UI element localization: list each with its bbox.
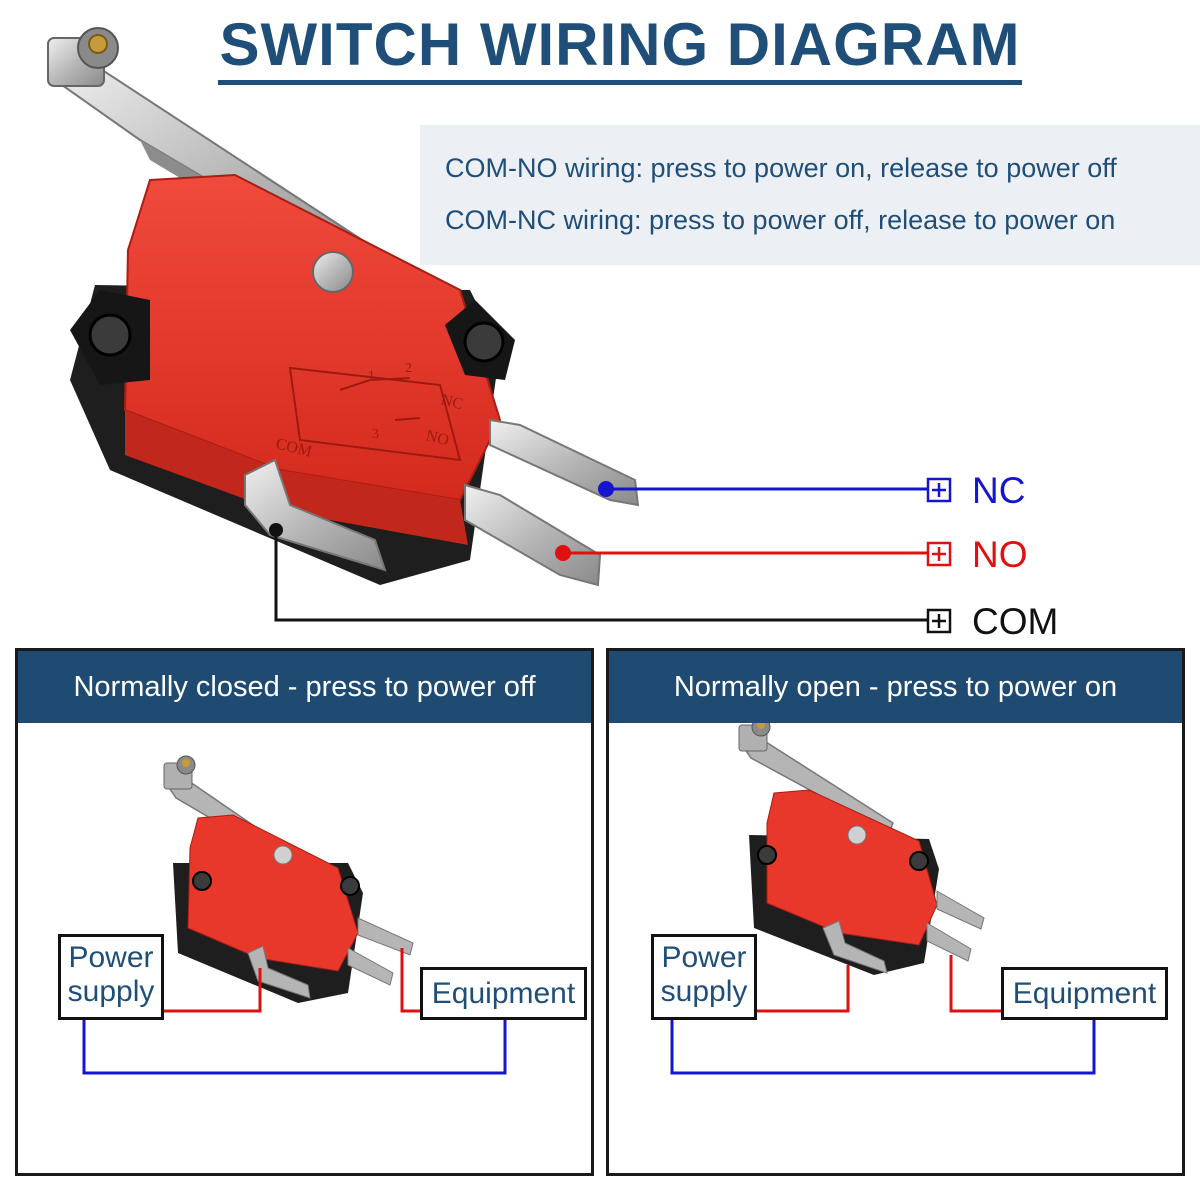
power-supply-box: Power supply [58,934,164,1020]
panel-heading: Normally closed - press to power off [18,651,591,723]
housing-markings [288,366,462,462]
microswitch-illustration: COM NC NO 1 2 3 [47,27,640,587]
terminal-label-nc: NC [972,470,1026,511]
wire-no [555,541,952,567]
plunger-button [312,251,354,293]
terminal-nc-pin [489,418,640,507]
housing-text-no: NO [424,427,451,449]
wire-com [269,523,952,634]
equipment-box: Equipment [420,967,587,1020]
wire-blue-supply-to-equipment [82,967,507,1075]
note-com-nc: COM-NC wiring: press to power off, relea… [445,205,1116,235]
wire-nc [598,477,952,503]
panel-heading: Normally open - press to power on [609,651,1182,723]
terminal-label-com: COM [972,601,1059,642]
page-title: SWITCH WIRING DIAGRAM [0,10,1200,85]
housing-text-pin3: 3 [372,427,379,442]
terminal-label-no: NO [972,534,1028,575]
mini-switch-illustration [738,723,985,975]
housing-text-nc: NC [439,391,465,413]
note-com-no: COM-NO wiring: press to power on, releas… [445,153,1117,183]
terminal-com-pin [244,458,387,572]
no-wiring-diagram [670,723,1096,1075]
mount-hole-right [463,321,505,363]
panel-normally-closed: Normally closed - press to power off Pow… [15,648,594,1176]
mini-switch-illustration [163,755,414,1003]
equipment-box: Equipment [1001,967,1168,1020]
nc-wiring-diagram [82,755,507,1075]
terminal-no-pin [464,483,602,587]
panel-normally-open: Normally open - press to power on Power … [606,648,1185,1176]
power-supply-box: Power supply [651,934,757,1020]
housing-text-pin1: 1 [368,369,375,384]
wiring-notes-box: COM-NO wiring: press to power on, releas… [420,125,1200,265]
wire-blue-supply-to-equipment [670,967,1096,1075]
housing-text-pin2: 2 [405,361,412,376]
mount-hole-left [88,313,132,357]
main-switch-diagram: COM NC NO 1 2 3 [47,27,952,634]
